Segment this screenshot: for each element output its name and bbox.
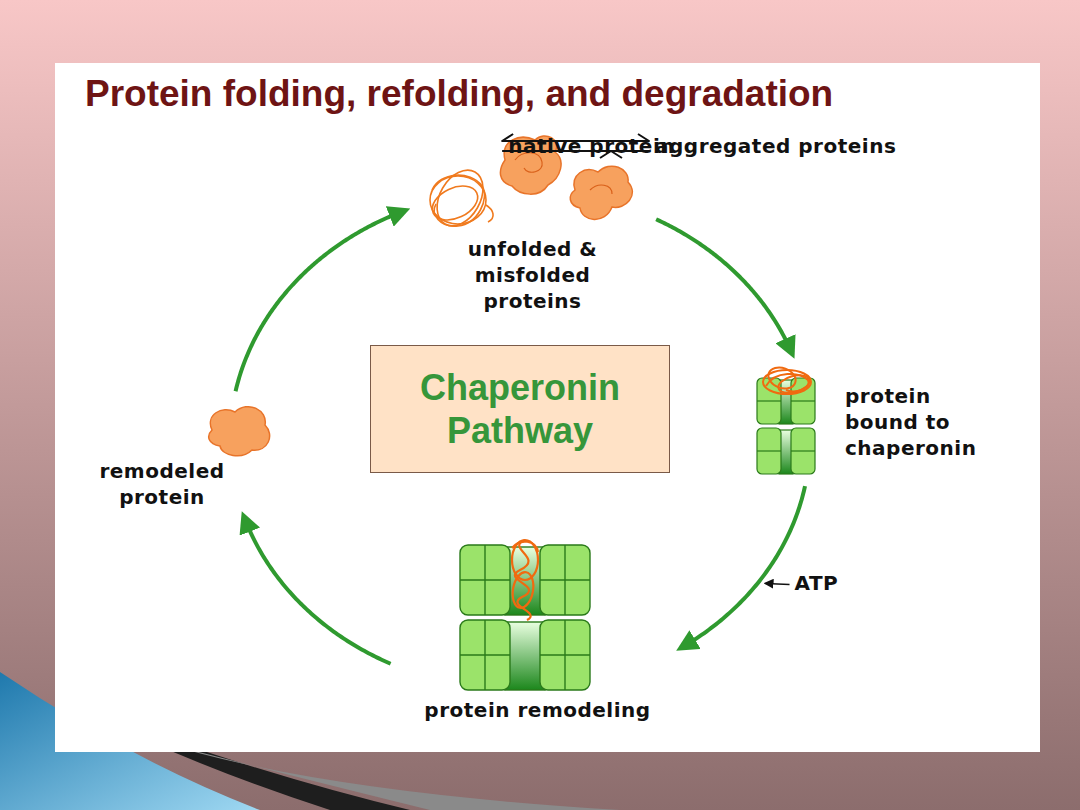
remodeling-protein	[512, 540, 538, 580]
state-label: native protein	[508, 133, 675, 159]
remodeling-protein	[510, 571, 536, 610]
unfolded-protein	[486, 205, 493, 222]
corner-swoosh	[160, 742, 620, 810]
stage-label: protein bound to chaperonin	[752, 360, 1007, 477]
protein-swirl	[515, 153, 612, 194]
pathway-box: Chaperonin Pathway	[370, 345, 670, 473]
cycle-arrow	[684, 486, 805, 646]
unfolded-protein	[427, 179, 483, 226]
chaperonin-large	[540, 620, 590, 690]
node-text: Chaperonin Pathway	[389, 366, 651, 452]
bound-protein	[766, 374, 809, 391]
unfolded-protein	[428, 162, 493, 234]
remodeling-protein	[510, 540, 538, 620]
node-text: aggregated proteins	[655, 133, 896, 159]
chaperonin-large	[460, 620, 510, 690]
chaperonin-small	[757, 400, 781, 401]
chaperonin-small	[757, 450, 781, 451]
chaperonin-large	[505, 622, 545, 690]
leader-arrow	[766, 583, 790, 584]
cycle-arrow	[656, 219, 791, 350]
chaperonin-small	[757, 378, 781, 424]
chaperonin-small	[791, 450, 815, 451]
edge-label: ATP	[792, 570, 842, 596]
node-text: unfolded & misfolded proteins	[460, 236, 605, 314]
chaperonin-small	[791, 400, 815, 401]
bound-protein	[765, 364, 798, 392]
unfolded-protein	[427, 162, 493, 234]
content-panel	[55, 63, 1040, 752]
chaperonin-small	[757, 428, 781, 474]
remodeling-protein	[512, 542, 538, 552]
chaperonin-large	[460, 545, 510, 615]
protein-swirl	[590, 185, 612, 194]
bound-protein	[763, 364, 812, 396]
protein-blob	[209, 407, 270, 456]
cycle-arrow	[245, 519, 391, 663]
chaperonin-large	[564, 620, 565, 690]
chaperonin-large	[564, 545, 565, 615]
node-text: native protein	[508, 133, 675, 159]
protein-blob	[570, 166, 632, 219]
state-label: aggregated proteins	[655, 133, 896, 159]
unfolded-protein	[432, 175, 485, 226]
node-text: remodeled protein	[82, 458, 242, 510]
stage-label: protein remodeling	[400, 535, 675, 723]
chaperonin-small	[791, 428, 815, 474]
node-text: protein remodeling	[400, 697, 675, 723]
state-label: unfolded & misfolded proteins	[460, 128, 605, 314]
chaperonin-large	[540, 545, 590, 615]
stage-label: remodeled protein	[82, 400, 277, 510]
chaperonin-large	[484, 545, 485, 615]
node-text: protein bound to chaperonin	[845, 383, 1003, 461]
diagram-title: Protein folding, refolding, and degradat…	[85, 74, 833, 115]
chaperonin-large	[484, 620, 485, 690]
